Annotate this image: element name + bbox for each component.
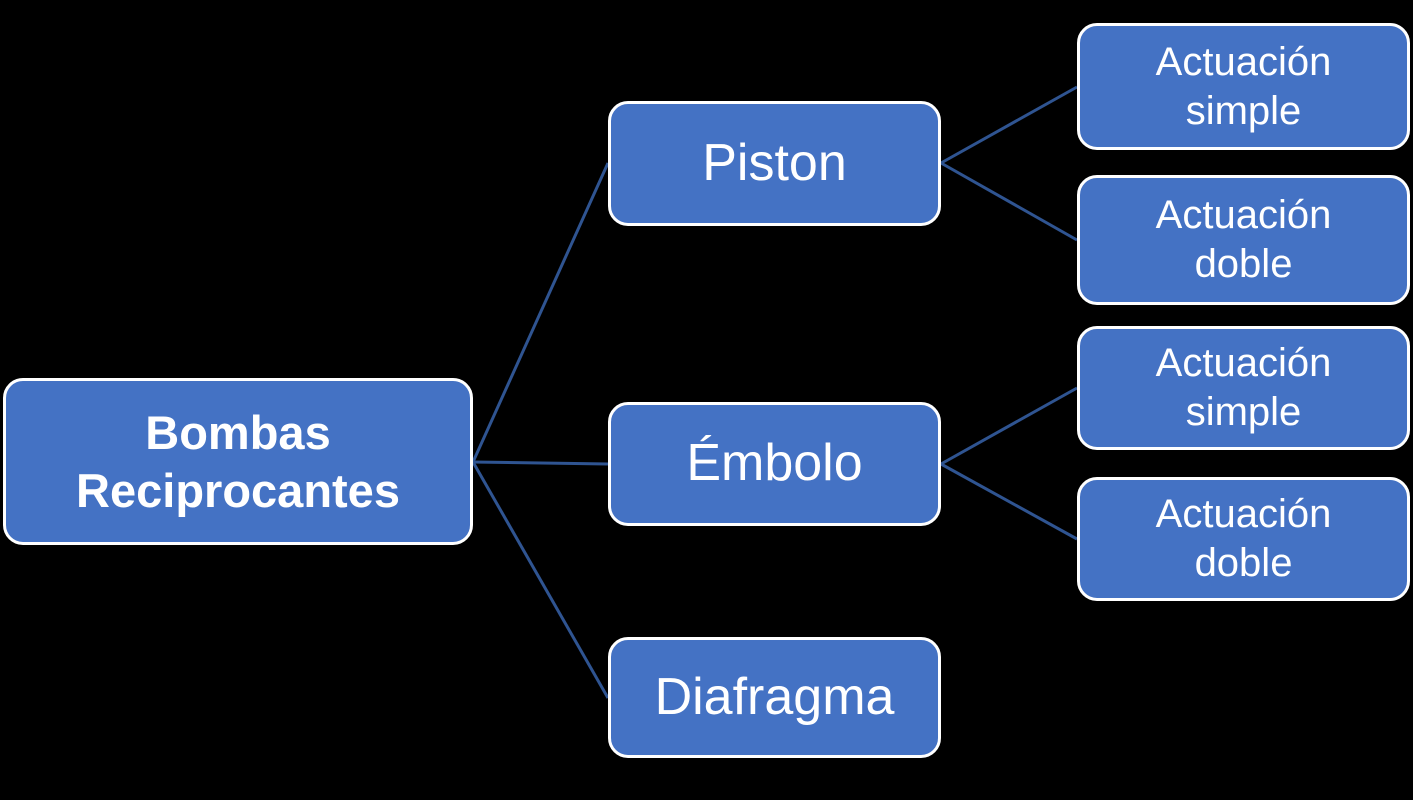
node-piston-actuacion-simple-label: Actuación simple xyxy=(1155,39,1332,133)
node-piston-actuacion-doble: Actuación doble xyxy=(1077,175,1410,305)
connector-piston-simple xyxy=(940,85,1078,165)
connector-embolo-simple xyxy=(940,386,1078,466)
node-piston-actuacion-doble-label: Actuación doble xyxy=(1155,193,1332,286)
node-piston: Piston xyxy=(608,101,941,226)
node-diafragma-label: Diafragma xyxy=(654,667,895,726)
connector-root-diafragma xyxy=(471,461,610,699)
node-embolo-label: Émbolo xyxy=(686,434,863,493)
node-bombas-reciprocantes-label: Bombas Reciprocantes xyxy=(76,406,400,517)
connector-embolo-doble xyxy=(940,462,1078,541)
node-piston-actuacion-simple: Actuación simple xyxy=(1077,23,1410,150)
connector-piston-doble xyxy=(940,161,1078,242)
connector-root-embolo xyxy=(472,460,609,466)
node-embolo-actuacion-doble: Actuación doble xyxy=(1077,477,1410,601)
node-piston-label: Piston xyxy=(702,133,847,192)
node-diafragma: Diafragma xyxy=(608,637,941,758)
node-embolo-actuacion-simple-label: Actuación simple xyxy=(1155,341,1332,434)
node-embolo: Émbolo xyxy=(608,402,941,526)
connector-root-piston xyxy=(471,162,610,463)
node-embolo-actuacion-doble-label: Actuación doble xyxy=(1155,492,1332,585)
node-embolo-actuacion-simple: Actuación simple xyxy=(1077,326,1410,450)
node-bombas-reciprocantes: Bombas Reciprocantes xyxy=(3,378,473,545)
